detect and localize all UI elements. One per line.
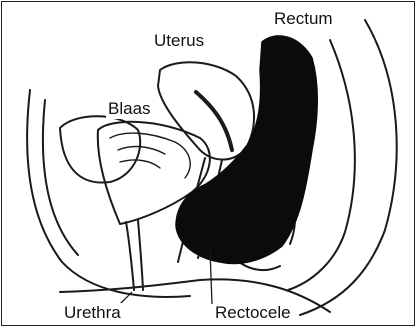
- urethra-tube: [126, 220, 143, 290]
- bladder-folds: [110, 133, 190, 178]
- label-rectum: Rectum: [272, 9, 335, 29]
- sacrum-outline: [300, 20, 397, 315]
- label-blaas: Blaas: [106, 99, 153, 119]
- label-urethra: Urethra: [62, 303, 123, 323]
- pubic-bone: [60, 116, 140, 182]
- abdominal-wall-inner: [43, 100, 78, 255]
- label-uterus: Uterus: [152, 31, 206, 51]
- uterus-cavity: [196, 92, 232, 150]
- label-rectocele: Rectocele: [213, 303, 293, 323]
